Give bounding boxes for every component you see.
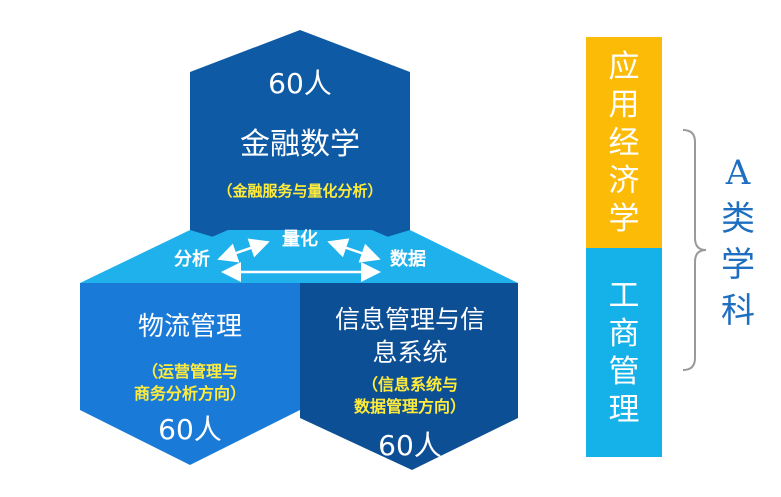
arrow-quantify-data [327, 238, 381, 263]
category-char: 学 [721, 245, 755, 285]
bar-bottom-char: 商 [608, 315, 640, 352]
label-analysis: 分析 [174, 249, 210, 270]
top-count: 60人 [268, 67, 332, 100]
right-direction-line2: 数据管理方向） [353, 397, 466, 416]
left-hexagon-logistics [80, 283, 300, 465]
bar-business-administration: 工 商 管 理 [586, 248, 662, 457]
right-count: 60人 [378, 429, 442, 462]
bar-bottom-char: 管 [608, 353, 640, 390]
arrow-analysis-quantify [217, 238, 270, 263]
label-data: 数据 [390, 249, 426, 270]
bar-top-char: 学 [608, 200, 640, 237]
left-count: 60人 [158, 413, 222, 446]
bar-applied-economics: 应 用 经 济 学 [586, 37, 662, 248]
category-char: 类 [721, 199, 755, 239]
bar-top-char: 用 [608, 86, 640, 123]
category-char: 科 [721, 291, 755, 331]
top-program-name: 金融数学 [240, 127, 360, 162]
left-program-name: 物流管理 [137, 312, 242, 342]
left-direction-line2: 商务分析方向） [133, 384, 246, 403]
bar-bottom-char: 理 [608, 391, 640, 428]
bar-top-char: 济 [608, 162, 640, 199]
right-program-name-line1: 信息管理与信 [334, 305, 485, 334]
top-direction: （金融服务与量化分析） [217, 182, 383, 200]
right-direction-line1: （信息系统与 [361, 375, 458, 394]
left-direction-line1: （运营管理与 [141, 362, 238, 381]
bar-top-char: 应 [608, 48, 640, 85]
right-program-name-line2: 息系统 [372, 338, 448, 367]
brace-icon [682, 129, 707, 371]
right-hexagon-information [300, 283, 518, 470]
top-hexagon-financial-math [190, 30, 410, 263]
bar-bottom-char: 工 [608, 277, 640, 314]
bar-top-char: 经 [608, 124, 640, 161]
label-quantify: 量化 [282, 229, 318, 250]
category-char: A [725, 153, 751, 193]
category-label: A 类 学 科 [718, 150, 758, 334]
